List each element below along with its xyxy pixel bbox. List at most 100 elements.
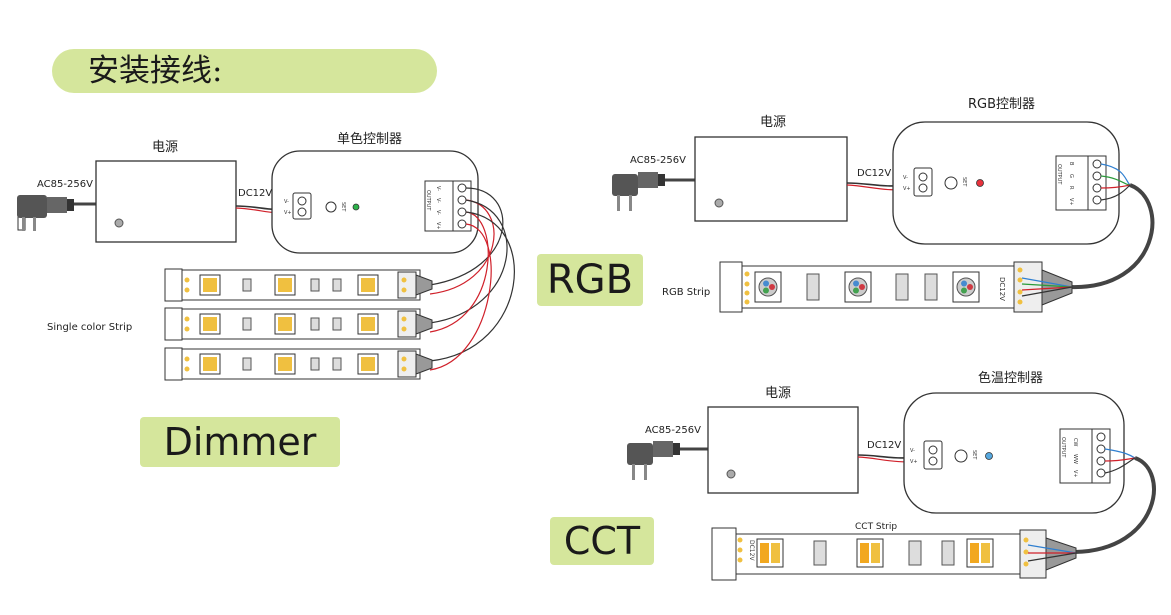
strip-pad — [1017, 289, 1023, 295]
resistor — [242, 317, 252, 331]
strip-pad — [184, 366, 190, 372]
strip-pad — [1023, 561, 1029, 567]
dimmer-strips — [164, 268, 433, 381]
strip-wire — [1021, 286, 1073, 297]
dimmer-terminal-label: V- — [435, 210, 441, 215]
strip-pad — [401, 277, 407, 283]
cct-strip — [711, 527, 1077, 581]
resistor — [332, 278, 342, 292]
strip-end-cap — [719, 261, 743, 313]
cct-cool-emitter — [981, 543, 990, 563]
rgb-plug-icon — [612, 172, 695, 211]
strip-connector — [397, 350, 417, 378]
led-chip-emitter — [278, 278, 292, 292]
strip-pad — [184, 287, 190, 293]
rgb-vplus-label: V+ — [903, 186, 911, 192]
resistor — [310, 357, 320, 371]
strip-cable-boot — [1045, 537, 1077, 571]
rgb-output-terminal — [1087, 155, 1107, 211]
cct-output-wires — [1074, 448, 1156, 554]
strip-pad — [1017, 277, 1023, 283]
cct-warm-emitter — [860, 543, 869, 563]
rgb-led-die — [853, 280, 860, 287]
strip-wire — [1021, 283, 1073, 288]
rgb-vminus-label: V- — [903, 175, 908, 181]
rgb-input-screw-icon — [918, 172, 928, 182]
cct-input-screw-icon — [928, 445, 938, 455]
dimmer-power-indicator-icon — [114, 218, 124, 228]
rgb-output-label: OUTPUT — [1056, 164, 1062, 185]
dimmer-ac-label: AC85-256V — [37, 179, 93, 190]
cct-terminal-label: V+ — [1072, 470, 1078, 478]
resistor — [242, 357, 252, 371]
dimmer-status-led-icon — [352, 203, 360, 211]
strip-pad — [401, 326, 407, 332]
strip-wire — [1021, 286, 1073, 291]
rgb-led-die — [859, 284, 865, 290]
strip-connector — [1019, 529, 1047, 579]
strip-pad — [401, 287, 407, 293]
rgb-set-label: SET — [961, 177, 967, 187]
resistor — [895, 273, 909, 301]
rgb-led-die — [852, 287, 859, 294]
strip-wire — [1027, 552, 1077, 562]
cct-terminal-label: WW — [1072, 454, 1078, 464]
rgb-led-die — [967, 284, 973, 290]
rgb-output-screw-icon — [1092, 183, 1102, 193]
cct-input-screw-icon — [928, 456, 938, 466]
strip-connector — [397, 310, 417, 338]
cct-diagram: AC85-256V 电源 DC12V 色温控制器 V- V+ SET OUTPU… — [627, 370, 1156, 581]
cct-vplus-label: V+ — [910, 459, 918, 465]
rgb-controller-label: RGB控制器 — [968, 97, 1035, 112]
resistor — [332, 357, 342, 371]
led-chip-emitter — [203, 278, 217, 292]
cct-set-button — [954, 449, 968, 463]
cct-output-screw-icon — [1096, 468, 1106, 478]
strip-cable-boot — [415, 353, 433, 375]
led-chip-emitter — [278, 357, 292, 371]
strip-pad — [1017, 267, 1023, 273]
cct-output-screw-icon — [1096, 444, 1106, 454]
strip-pad — [744, 271, 750, 277]
dimmer-input-screw-icon — [297, 196, 307, 206]
rgb-led-die — [961, 280, 968, 287]
dimmer-plug-icon — [17, 195, 97, 231]
dimmer-diagram: AC85-256V 电源 DC12V 单色控制器 V- V+ SET OUTPU… — [17, 131, 515, 381]
cct-output-screw-icon — [1096, 456, 1106, 466]
rgb-terminal-label: G — [1068, 174, 1074, 178]
rgb-strip-label: RGB Strip — [662, 287, 710, 298]
dimmer-output-label-block — [424, 180, 454, 232]
resistor — [908, 540, 922, 566]
cct-power-label: 电源 — [765, 386, 791, 401]
rgb-led-die — [762, 287, 769, 294]
cct-set-label: SET — [971, 450, 977, 460]
rgb-power-supply — [694, 136, 848, 222]
rgb-badge: RGB — [537, 254, 643, 306]
cct-warm-emitter — [970, 543, 979, 563]
strip-connector — [397, 271, 417, 299]
strip-pad — [744, 299, 750, 305]
led-chip-emitter — [361, 357, 375, 371]
dimmer-set-label: SET — [340, 202, 346, 212]
rgb-status-led-icon — [976, 179, 984, 187]
cct-ac-label: AC85-256V — [645, 425, 701, 436]
resistor — [924, 273, 938, 301]
rgb-input-screw-icon — [918, 183, 928, 193]
dimmer-output-screw-icon — [457, 195, 467, 205]
dimmer-badge: Dimmer — [140, 417, 340, 467]
cct-strip-voltage-label: DC12V — [748, 540, 755, 561]
rgb-diagram: AC85-256V 电源 DC12V RGB控制器 V- V+ SET OUTP… — [612, 97, 1155, 313]
dimmer-output-wires — [429, 187, 515, 371]
strip-cable-boot — [415, 274, 433, 296]
strip-pad — [1023, 537, 1029, 543]
led-chip-emitter — [361, 317, 375, 331]
strip-pad — [401, 356, 407, 362]
cct-cool-emitter — [771, 543, 780, 563]
dimmer-output-label: OUTPUT — [425, 190, 431, 211]
dimmer-terminal-label: V- — [435, 186, 441, 191]
rgb-terminal-label: R — [1068, 186, 1074, 190]
strip-pad — [401, 316, 407, 322]
strip-pad — [184, 356, 190, 362]
resistor — [941, 540, 955, 566]
